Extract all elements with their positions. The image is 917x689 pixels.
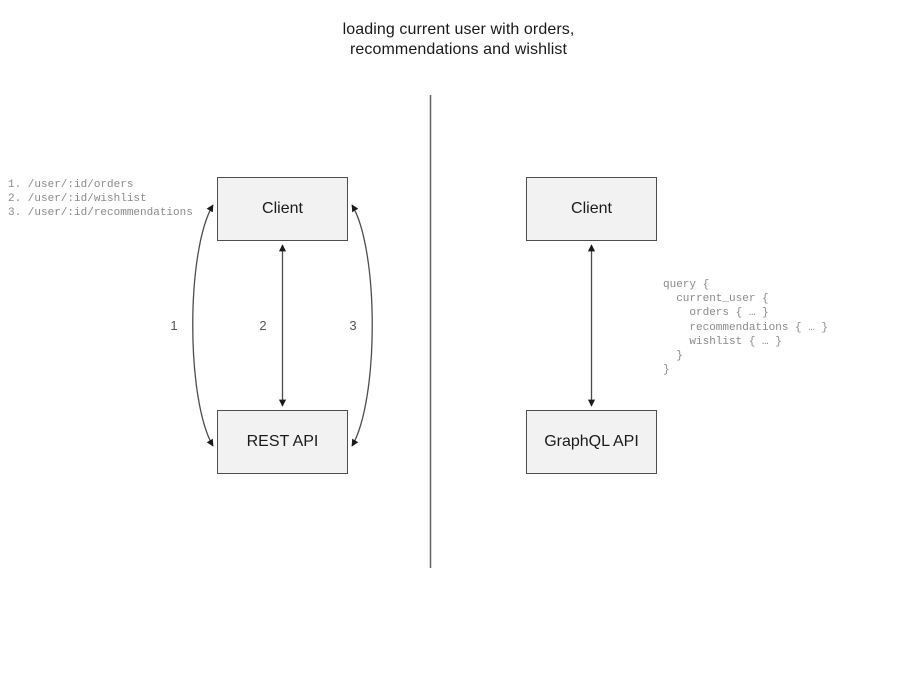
rest-endpoint-list: 1. /user/:id/orders 2. /user/:id/wishlis… xyxy=(8,179,193,220)
edge-recommendations-curve xyxy=(351,204,373,447)
node-client-graphql[interactable]: Client xyxy=(526,177,657,241)
node-graphql-api[interactable]: GraphQL API xyxy=(526,410,657,474)
graphql-query-snippet: query { current_user { orders { … } reco… xyxy=(663,279,829,377)
page-title: loading current user with orders, recomm… xyxy=(342,21,575,58)
node-client-rest[interactable]: Client xyxy=(217,177,348,241)
edge-label-1: 1 xyxy=(170,318,178,333)
edge-orders-curve xyxy=(192,204,214,447)
edge-label-2: 2 xyxy=(259,318,267,333)
node-rest-api[interactable]: REST API xyxy=(217,410,348,474)
edge-label-3: 3 xyxy=(349,318,357,333)
